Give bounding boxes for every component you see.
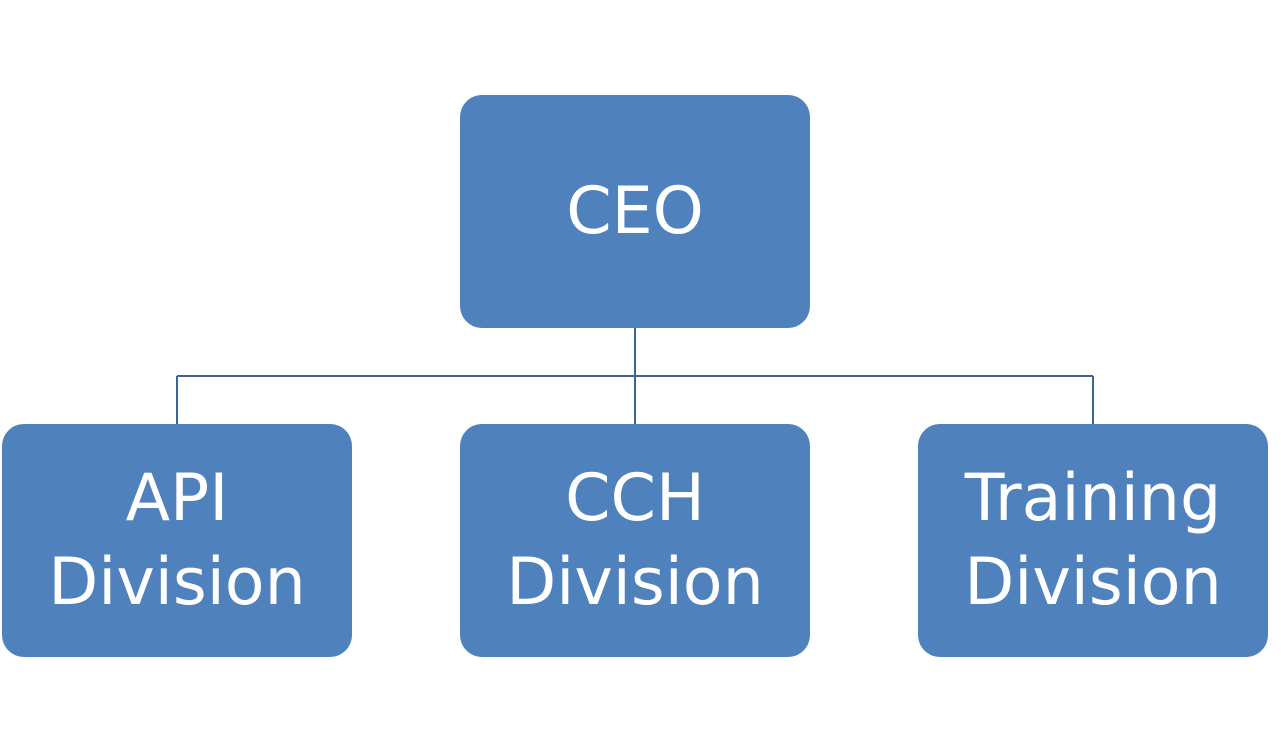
node-api-division[interactable]: API Division xyxy=(2,424,352,657)
node-cch-division[interactable]: CCH Division xyxy=(460,424,810,657)
node-ceo[interactable]: CEO xyxy=(460,95,810,328)
node-api-division-label: API Division xyxy=(48,461,306,620)
node-training-division[interactable]: Training Division xyxy=(918,424,1268,657)
node-training-division-label: Training Division xyxy=(964,461,1222,620)
node-ceo-label: CEO xyxy=(566,173,704,249)
node-cch-division-label: CCH Division xyxy=(506,461,764,620)
